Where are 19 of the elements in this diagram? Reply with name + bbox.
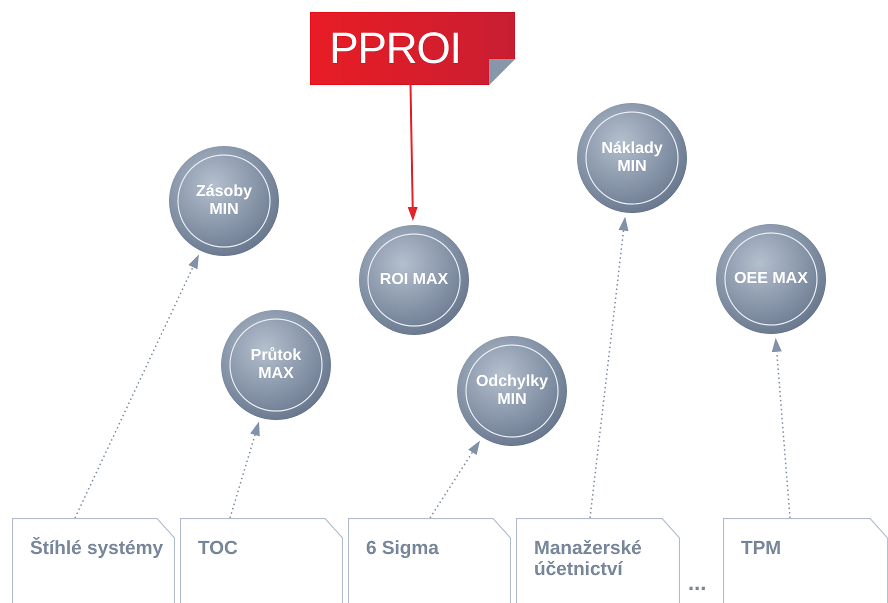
arrow [74,254,199,518]
goal-circle: ROI MAX [359,225,469,335]
goal-circle: Náklady MIN [577,103,687,213]
arrow [429,440,480,518]
goal-circle: Zásoby MIN [169,146,279,256]
arrow [589,216,628,518]
arrow [772,338,791,518]
method-card: Manažerské účetnictví [516,518,680,603]
method-card: 6 Sigma [348,518,511,603]
goal-circle: Odchylky MIN [457,336,567,446]
title-tag: PPROI [310,12,515,85]
method-card: TPM [723,518,888,603]
arrow [408,84,418,221]
goal-circle: Průtok MAX [221,310,331,420]
ellipsis-label: ... [688,572,706,594]
arrow [229,422,260,518]
method-card: Štíhlé systémy [12,518,175,603]
goal-circle: OEE MAX [716,224,826,334]
method-card: TOC [180,518,343,603]
